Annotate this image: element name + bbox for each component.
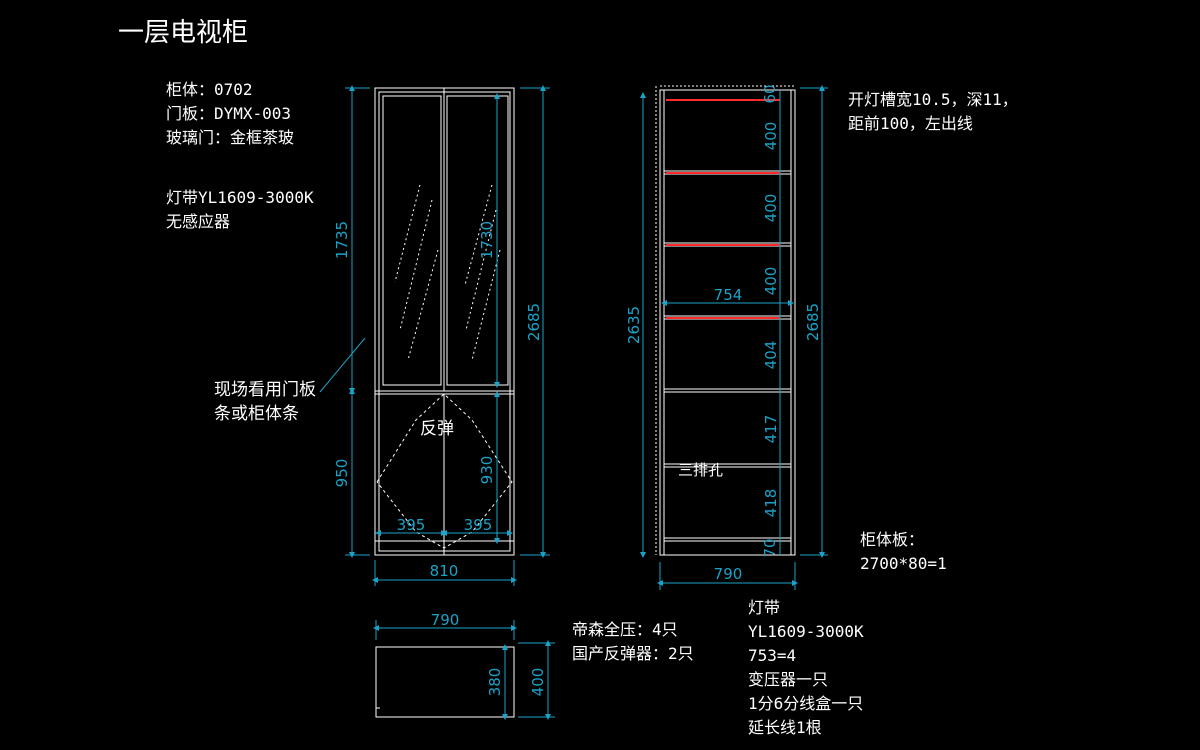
door-swing-lines: [376, 393, 513, 549]
note-line: 柜体：0702: [166, 80, 253, 99]
dim-door-left: 395: [397, 516, 426, 534]
glass-hatch: [394, 184, 501, 361]
plan-outline: [375, 646, 515, 718]
dim-front-glass: 1730: [478, 221, 496, 259]
section-outline: [659, 89, 796, 556]
note-line: 距前100，左出线: [848, 114, 973, 133]
note-line: 1分6分线盒一只: [748, 694, 864, 713]
glass-door-left: [382, 95, 442, 386]
note-line: 无感应器: [166, 212, 231, 231]
dim-shelf-6: 418: [762, 489, 780, 518]
dim-side-width: 790: [714, 565, 743, 583]
note-line: 灯带: [748, 598, 781, 617]
note-line: YL1609-3000K: [748, 622, 864, 641]
section-view: [655, 85, 796, 556]
notes-board: 柜体板： 2700*80=1: [860, 528, 947, 576]
dim-door-right: 395: [464, 516, 493, 534]
dim-side-bottom-gap: 70: [761, 538, 779, 557]
dim-front-upper: 1735: [333, 221, 351, 259]
notes-light-slot: 开灯槽宽10.5，深11， 距前100，左出线: [848, 88, 1018, 136]
led-strips: [666, 99, 780, 319]
dim-plan-width: 790: [431, 611, 460, 629]
dim-side-inner-w: 754: [714, 286, 743, 304]
dim-shelf-1: 400: [762, 122, 780, 151]
dim-shelf-2: 400: [762, 194, 780, 223]
note-line: 2700*80=1: [860, 554, 947, 573]
dim-side-top-gap: 60: [761, 84, 779, 103]
holes-label: 三排孔: [678, 461, 723, 479]
notes-cabinet-spec: 柜体：0702 门板：DYMX-003 玻璃门：金框茶玻: [166, 78, 294, 150]
leader-line: [319, 337, 366, 393]
note-line: 帝森全压：4只: [572, 620, 678, 639]
dim-plan-inner-depth: 380: [486, 668, 504, 697]
note-line: 玻璃门：金框茶玻: [166, 128, 295, 147]
dim-front-total: 2685: [525, 303, 543, 341]
plan-view: [375, 646, 515, 718]
notes-led-bottom: 灯带 YL1609-3000K 753=4 变压器一只 1分6分线盒一只 延长线…: [748, 596, 864, 740]
note-line: 现场看用门板: [214, 380, 316, 400]
note-line: 条或柜体条: [214, 404, 299, 424]
section-dimensions: [640, 85, 828, 590]
notes-led-spec: 灯带YL1609-3000K 无感应器: [166, 186, 314, 234]
dim-front-width: 810: [430, 562, 459, 580]
note-line: 开灯槽宽10.5，深11，: [848, 90, 1018, 109]
notes-hardware: 帝森全压：4只 国产反弹器：2只: [572, 618, 694, 666]
dim-side-total-h: 2685: [804, 303, 822, 341]
note-line: 753=4: [748, 646, 797, 665]
dim-side-inner-h: 2635: [625, 306, 643, 344]
note-line: 灯带YL1609-3000K: [166, 188, 314, 207]
glass-door-right: [446, 95, 509, 386]
rebound-label: 反弹: [420, 419, 454, 439]
drawing-title: 一层电视柜: [118, 18, 249, 48]
dim-front-lower: 950: [333, 459, 351, 488]
note-line: 变压器一只: [748, 670, 829, 689]
note-line: 延长线1根: [748, 718, 822, 737]
dim-front-lower-inner: 930: [478, 456, 496, 485]
dim-shelf-5: 417: [762, 415, 780, 444]
front-elevation: [374, 87, 515, 556]
note-line: 门板：DYMX-003: [166, 104, 292, 123]
dim-shelf-3: 400: [762, 267, 780, 296]
notes-site-check: 现场看用门板 条或柜体条: [214, 378, 316, 426]
plan-dimensions: [373, 620, 555, 720]
dim-plan-depth: 400: [529, 668, 547, 697]
dim-shelf-4: 404: [762, 341, 780, 370]
note-line: 柜体板：: [860, 530, 925, 549]
front-dimensions: [319, 85, 550, 586]
note-line: 国产反弹器：2只: [572, 644, 694, 663]
